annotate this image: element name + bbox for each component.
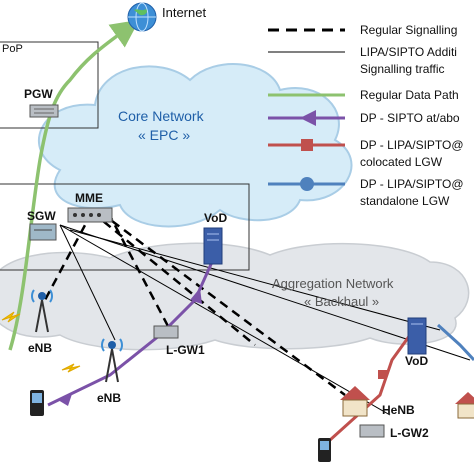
core-network-label: Core Network: [118, 108, 205, 124]
sipto-arrow-marker: [58, 394, 72, 406]
legend-regular-signalling: Regular Signalling: [360, 23, 457, 37]
henb-label: HeNB: [382, 403, 415, 417]
legend-lipa-standalone-1: DP - LIPA/SIPTO@: [360, 177, 464, 191]
aggregation-network-sublabel: « Backhaul »: [304, 294, 379, 309]
legend-samples: [268, 28, 345, 191]
lgw1-label: L-GW1: [166, 343, 205, 357]
legend-lipa-colocated-2: colocated LGW: [360, 155, 443, 169]
legend-regular-data: Regular Data Path: [360, 88, 459, 102]
legend-lipa-signalling-1: LIPA/SIPTO Additi: [360, 45, 457, 59]
house-icon: [455, 392, 474, 419]
regular-signalling-links: [43, 210, 346, 397]
legend-sipto: DP - SIPTO at/abo: [360, 111, 460, 125]
pgw-label: PGW: [24, 87, 53, 101]
aggregation-network-cloud: [0, 242, 470, 351]
internet-label: Internet: [162, 5, 206, 20]
legend-lipa-standalone-2: standalone LGW: [360, 194, 450, 208]
antenna-icon: [101, 338, 123, 383]
sipto-arrow-marker: [190, 288, 202, 304]
lgw1-router-icon: [153, 325, 179, 339]
antenna-icon: [31, 289, 53, 333]
lgw2-label: L-GW2: [390, 426, 429, 440]
pop-label: PoP: [2, 43, 23, 55]
wireless-link-icon: [1, 311, 21, 323]
vod-server-icon: [203, 227, 223, 265]
vod-server-icon: [407, 317, 427, 355]
vod-right-label: VoD: [405, 354, 428, 368]
lipa-sipto-signalling-links: [59, 224, 471, 416]
core-network-cloud: [38, 63, 353, 228]
lgw2-router-icon: [359, 424, 385, 438]
legend-lipa-colocated-1: DP - LIPA/SIPTO@: [360, 138, 464, 152]
sgw-router-icon: [29, 223, 57, 241]
epc-box: [0, 183, 250, 271]
legend-text: Regular Signalling LIPA/SIPTO Additi Sig…: [360, 23, 464, 208]
mme-label: MME: [75, 191, 103, 205]
phone-icon: [318, 438, 331, 462]
core-network-sublabel: « EPC »: [138, 127, 190, 143]
legend-lipa-signalling-2: Signalling traffic: [360, 62, 445, 76]
phone-icon: [30, 390, 44, 416]
pgw-router-icon: [29, 104, 59, 118]
lipa-colocated-marker: [378, 370, 387, 379]
lipa-standalone-path: [436, 323, 474, 362]
wireless-link-icon: [61, 363, 81, 373]
globe-icon: [127, 2, 157, 32]
aggregation-network-label: Aggregation Network: [272, 276, 394, 291]
house-icon: [340, 386, 370, 417]
enb-mid-label: eNB: [97, 391, 121, 405]
sgw-label: SGW: [27, 209, 56, 223]
mme-router-icon: [67, 207, 113, 223]
vod-core-label: VoD: [204, 211, 227, 225]
regular-data-path: [8, 19, 140, 351]
enb-left-label: eNB: [28, 341, 52, 355]
